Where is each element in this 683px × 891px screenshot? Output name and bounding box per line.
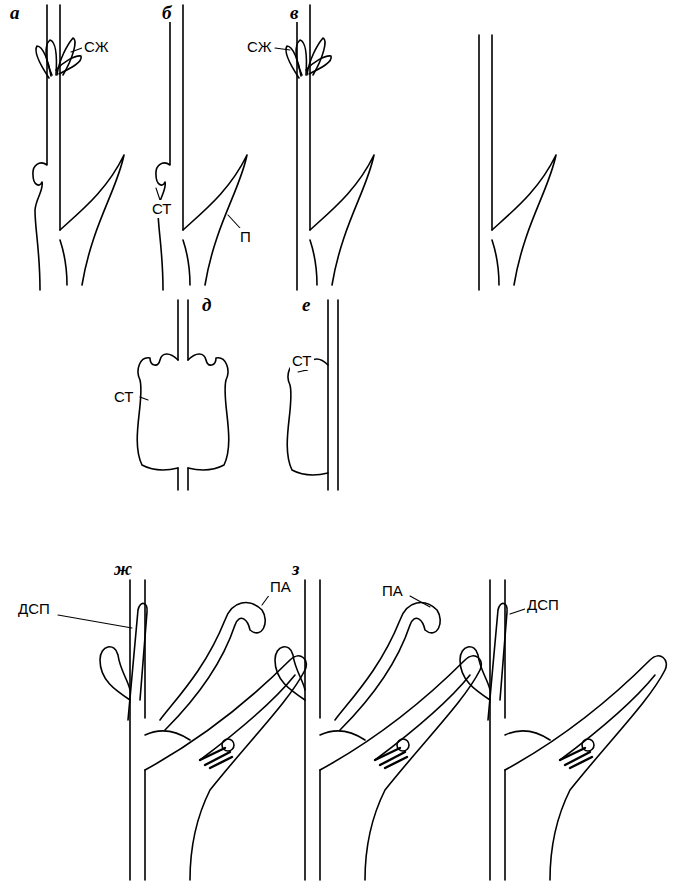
part-label: СТ xyxy=(150,200,174,218)
part-label: СЖ xyxy=(245,38,274,56)
part-label: ДСП xyxy=(16,600,52,618)
part-label: СЖ xyxy=(82,38,111,56)
part-label: ПА xyxy=(380,582,405,600)
part-label: СТ xyxy=(290,352,314,370)
part-label: ПА xyxy=(268,578,293,596)
part-label: СТ xyxy=(112,388,136,406)
panel-letter: б xyxy=(160,4,173,22)
panel-letter: з xyxy=(290,560,301,578)
panel-letter: ж xyxy=(112,560,134,578)
panel-letter: е xyxy=(300,296,312,314)
panel-letter: д xyxy=(200,296,213,314)
part-label: П xyxy=(238,228,253,246)
part-label: ДСП xyxy=(525,596,561,614)
panel-letter: а xyxy=(8,4,22,22)
panel-letter: в xyxy=(288,4,301,22)
